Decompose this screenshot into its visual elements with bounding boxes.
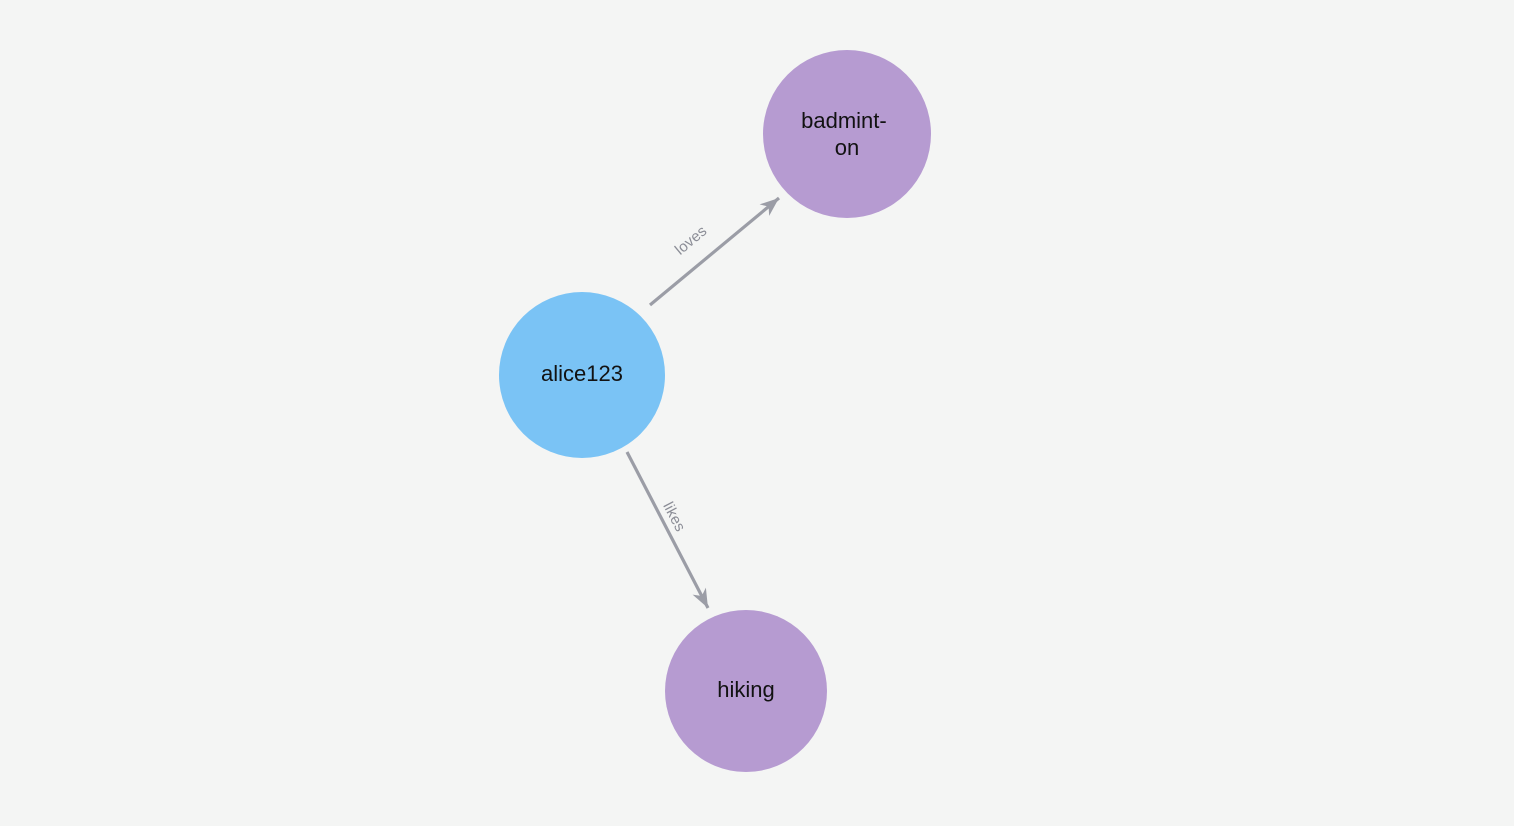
node-hiking-circle[interactable]: [665, 610, 827, 772]
node-alice123[interactable]: alice123: [499, 292, 665, 458]
node-badminton-label-line-0: badmint-: [801, 108, 887, 133]
edge-likes-label: likes: [659, 499, 688, 534]
node-hiking-label-line-0: hiking: [717, 677, 774, 702]
edge-loves[interactable]: loves: [648, 192, 784, 307]
edge-likes-arrowhead: [692, 587, 708, 608]
node-hiking[interactable]: hiking: [665, 610, 827, 772]
edge-loves-line[interactable]: [648, 196, 781, 307]
node-badminton[interactable]: badmint- on: [763, 50, 931, 218]
node-layer: alice123 badmint- on hiking: [499, 50, 931, 772]
node-hiking-label: hiking: [717, 677, 774, 702]
node-alice123-label-line-0: alice123: [541, 361, 623, 386]
node-alice123-label: alice123: [541, 361, 623, 386]
edge-likes[interactable]: likes: [625, 451, 715, 611]
node-badminton-label: badmint- on: [801, 108, 893, 160]
edge-loves-label: loves: [672, 222, 711, 258]
node-badminton-label-line-1: on: [835, 135, 859, 160]
edge-loves-arrowhead: [759, 198, 779, 216]
node-alice123-circle[interactable]: [499, 292, 665, 458]
node-badminton-circle[interactable]: [763, 50, 931, 218]
edge-likes-line[interactable]: [625, 451, 710, 609]
